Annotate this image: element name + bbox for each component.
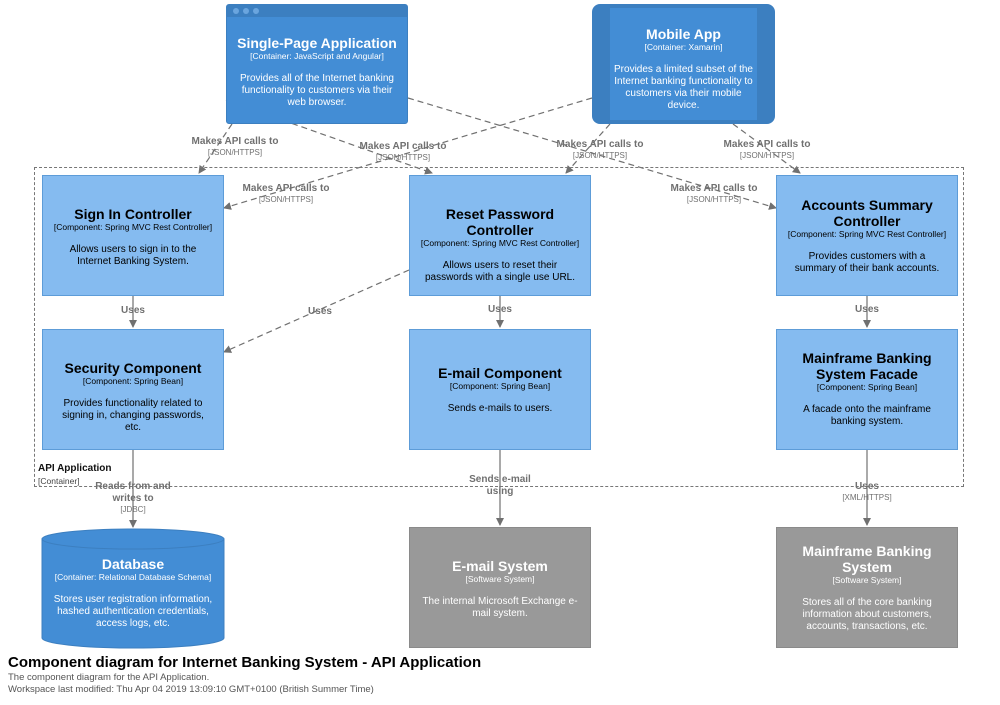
node-type: [Container: JavaScript and Angular] [250,51,384,61]
mainframe-facade-node[interactable]: Mainframe Banking System Facade [Compone… [776,329,958,450]
node-type: [Component: Spring Bean] [449,381,551,391]
relationship-arrow-e4 [565,123,611,174]
node-type: [Component: Spring MVC Rest Controller] [53,222,213,232]
node-description: Provides all of the Internet banking fun… [240,73,394,108]
node-name: Accounts Summary Controller [801,197,933,229]
boundary-type: [Container] [38,476,80,486]
email-system-node[interactable]: E-mail System [Software System] The inte… [409,527,591,648]
node-name: Reset Password Controller [445,206,555,238]
edge-label: Uses [855,304,879,315]
node-name: E-mail Component [438,365,562,381]
database-node[interactable]: Database [Container: Relational Database… [42,550,224,645]
edge-label: Uses [308,306,332,317]
relationship-arrow-e2 [407,97,777,210]
node-name: Database [101,556,165,572]
boundary-name: API Application [38,463,112,474]
edge-label: Uses [488,304,512,315]
node-description: Provides customers with a summary of the… [794,251,940,274]
node-type: [Component: Spring Bean] [82,376,184,386]
node-name: Single-Page Application [237,35,397,51]
api-application-boundary [34,167,964,487]
edge-label: Sends e-mail using [469,474,531,497]
single-page-application-node[interactable]: Single-Page Application [Container: Java… [226,4,408,124]
boundary-label: API Application [Container] [38,463,112,487]
diagram-footer: Component diagram for Internet Banking S… [8,654,481,696]
relationship-arrow-e3 [223,97,593,210]
sign-in-controller-node[interactable]: Sign In Controller [Component: Spring MV… [42,175,224,296]
mainframe-system-node[interactable]: Mainframe Banking System [Software Syste… [776,527,958,648]
edge-label: Reads from and writes to[JDBC] [95,481,171,514]
reset-password-controller-node[interactable]: Reset Password Controller [Component: Sp… [409,175,591,296]
edge-label: Uses[XML/HTTPS] [842,481,892,502]
node-description: Provides functionality related to signin… [62,398,204,433]
mobile-app-node[interactable]: Mobile App [Container: Xamarin] Provides… [610,8,757,120]
email-component-node[interactable]: E-mail Component [Component: Spring Bean… [409,329,591,450]
edge-label: Makes API calls to[JSON/HTTPS] [242,183,330,204]
edge-label: Makes API calls to[JSON/HTTPS] [191,136,279,157]
relationship-arrow-e5 [732,123,801,174]
node-type: [Component: Spring Bean] [816,382,918,392]
node-name: Sign In Controller [74,206,192,222]
node-type: [Component: Spring MVC Rest Controller] [787,229,947,239]
node-type: [Container: Xamarin] [644,42,723,52]
diagram-description: The component diagram for the API Applic… [8,672,210,683]
node-name: Mainframe Banking System Facade [802,350,932,382]
node-description: A facade onto the mainframe banking syst… [803,404,931,427]
node-name: Security Component [64,360,202,376]
node-description: Allows users to sign in to the Internet … [69,244,197,267]
relationship-arrow-e6 [225,99,433,175]
mobile-device-icon [592,4,775,124]
edge-label: Makes API calls to[JSON/HTTPS] [556,139,644,160]
node-description: Allows users to reset their passwords wi… [424,260,576,283]
node-description: Sends e-mails to users. [447,403,553,414]
node-type: [Software System] [832,575,902,585]
browser-window-icon [227,5,407,17]
node-description: Stores all of the core banking informati… [802,597,932,632]
edge-label: Makes API calls to[JSON/HTTPS] [723,139,811,160]
database-cylinder-icon [41,528,225,649]
edge-label: Makes API calls to[JSON/HTTPS] [670,183,758,204]
node-type: [Component: Spring MVC Rest Controller] [420,238,580,248]
node-name: E-mail System [452,558,548,574]
edge-label: Makes API calls to[JSON/HTTPS] [359,141,447,162]
diagram-modified: Workspace last modified: Thu Apr 04 2019… [8,684,374,695]
accounts-summary-controller-node[interactable]: Accounts Summary Controller [Component: … [776,175,958,296]
node-name: Mobile App [646,26,721,42]
node-type: [Software System] [465,574,535,584]
security-component-node[interactable]: Security Component [Component: Spring Be… [42,329,224,450]
node-type: [Container: Relational Database Schema] [54,572,212,582]
relationship-arrow-e8 [223,269,410,353]
node-name: Mainframe Banking System [802,543,932,575]
diagram-title: Component diagram for Internet Banking S… [8,654,482,671]
node-description: Provides a limited subset of the Interne… [614,64,753,111]
node-description: Stores user registration information, ha… [53,594,213,629]
edge-label: Uses [121,305,145,316]
node-description: The internal Microsoft Exchange e-mail s… [422,596,578,619]
